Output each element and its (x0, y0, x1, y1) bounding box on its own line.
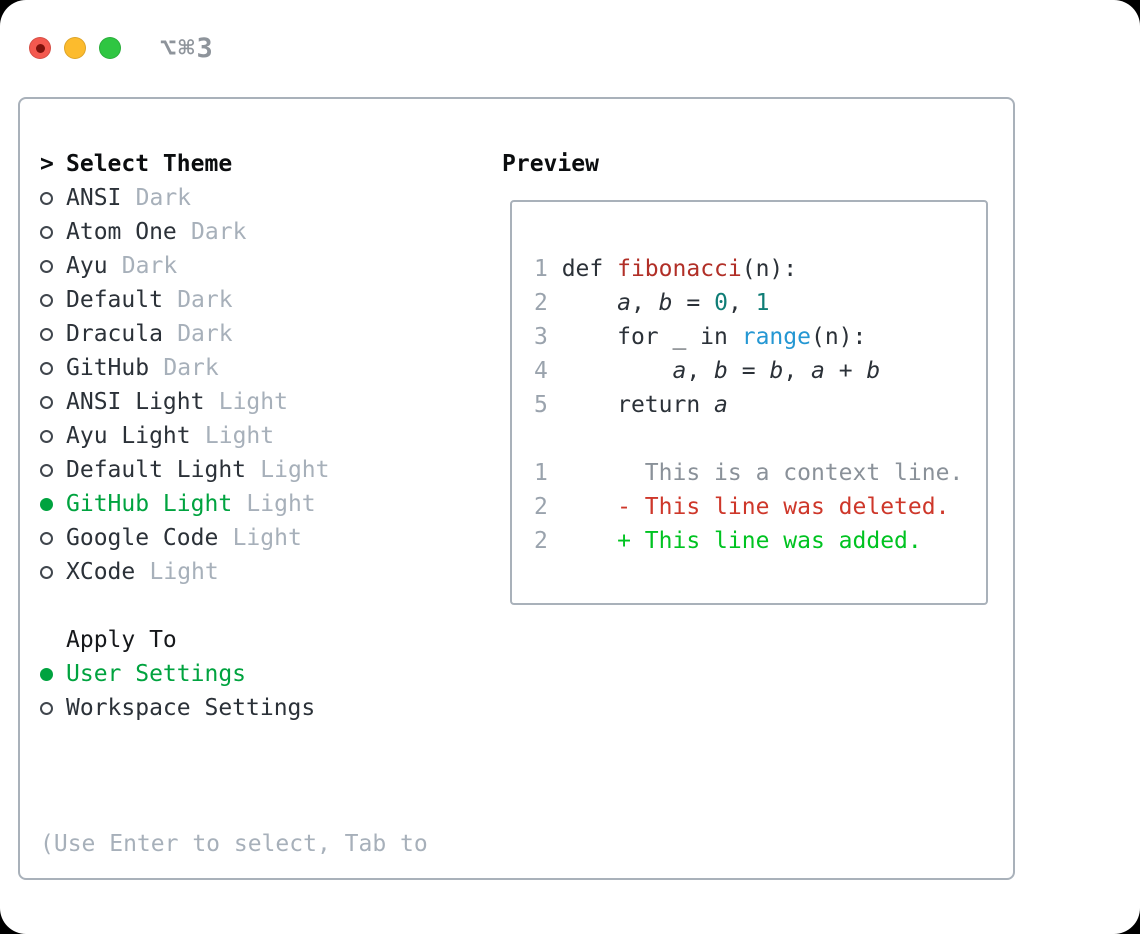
theme-item-ayu-light[interactable]: Ayu Light Light (40, 419, 502, 453)
item-variant-label: Light (232, 525, 302, 551)
theme-list: ANSI Dark Atom One Dark Ayu Dark Default… (40, 181, 502, 589)
item-label: Ayu Light (66, 423, 191, 449)
radio-icon (40, 259, 53, 273)
item-label: Workspace Settings (66, 695, 316, 721)
code-line: 4 a, b = b, a + b (534, 358, 881, 384)
theme-menu: > Select Theme ANSI Dark Atom One Dark A… (40, 147, 502, 934)
theme-item-ansi-light[interactable]: ANSI Light Light (40, 385, 502, 419)
radio-icon (40, 497, 53, 511)
radio-icon (40, 463, 53, 477)
item-variant-label: Dark (177, 287, 233, 313)
radio-icon (40, 701, 53, 715)
item-label: Atom One (66, 219, 177, 245)
item-label: User Settings (66, 661, 247, 687)
radio-icon (40, 395, 53, 409)
item-variant-label: Dark (163, 355, 219, 381)
code-line (534, 422, 986, 456)
cursor-icon: > (40, 151, 54, 177)
minimize-button-icon[interactable] (64, 37, 86, 59)
item-variant-label: Dark (121, 253, 178, 279)
apply-to-header: Apply To (66, 627, 177, 653)
item-variant-label: Dark (135, 185, 192, 211)
code-line: 2 + This line was added. (534, 528, 922, 554)
theme-item-dracula[interactable]: Dracula Dark (40, 317, 502, 351)
code-line: 2 a, b = 0, 1 (534, 290, 770, 316)
item-label: ANSI Light (66, 389, 205, 415)
item-label: XCode (66, 559, 136, 585)
titlebar: ⌥⌘3 (0, 0, 1140, 70)
theme-picker-panel: > Select Theme ANSI Dark Atom One Dark A… (18, 97, 1015, 934)
code-line: 1 This is a context line. (534, 460, 964, 486)
item-variant-label: Light (246, 491, 316, 517)
preview-pane: Preview 1 def fibonacci(n): 2 a, b = 0, 1… (502, 147, 993, 878)
theme-item-default[interactable]: Default Dark (40, 283, 502, 317)
radio-icon (40, 327, 53, 341)
item-label: Default Light (66, 457, 247, 483)
item-variant-label: Light (149, 559, 219, 585)
apply-option-workspace-settings[interactable]: Workspace Settings (40, 691, 502, 725)
item-label: Ayu (66, 253, 108, 279)
apply-option-user-settings[interactable]: User Settings (40, 657, 502, 691)
code-line: 1 def fibonacci(n): (534, 256, 798, 282)
keyboard-hint: (Use Enter to select, Tab to change focu… (40, 759, 502, 934)
spacer (40, 589, 502, 623)
theme-item-ansi[interactable]: ANSI Dark (40, 181, 502, 215)
item-variant-label: Light (218, 389, 288, 415)
theme-item-default-light[interactable]: Default Light Light (40, 453, 502, 487)
item-variant-label: Light (204, 423, 275, 449)
item-label: GitHub Light (66, 491, 233, 517)
apply-to-header-row: Apply To (40, 623, 502, 657)
close-button-icon[interactable] (29, 37, 51, 59)
item-label: Google Code (66, 525, 219, 551)
radio-icon (40, 293, 53, 307)
theme-item-github[interactable]: GitHub Dark (40, 351, 502, 385)
hint-line-2: change focus) (40, 929, 502, 934)
radio-icon (40, 667, 53, 681)
radio-icon (40, 565, 53, 579)
hint-line-1: (Use Enter to select, Tab to (40, 831, 428, 857)
item-label: ANSI (66, 185, 122, 211)
item-variant-label: Dark (191, 219, 247, 245)
theme-menu-header: Select Theme (66, 151, 233, 177)
item-label: Dracula (66, 321, 163, 347)
radio-icon (40, 225, 53, 239)
code-line: 5 return a (534, 392, 728, 418)
radio-icon (40, 531, 53, 545)
item-label: Default (66, 287, 163, 313)
code-line: 3 for _ in range(n): (534, 324, 867, 350)
theme-item-google-code[interactable]: Google Code Light (40, 521, 502, 555)
theme-item-atom-one[interactable]: Atom One Dark (40, 215, 502, 249)
radio-icon (40, 191, 53, 205)
radio-icon (40, 429, 53, 443)
close-dot-icon (35, 43, 45, 53)
radio-icon (40, 361, 53, 375)
theme-item-ayu[interactable]: Ayu Dark (40, 249, 502, 283)
item-label: GitHub (66, 355, 150, 381)
apply-to-list: User Settings Workspace Settings (40, 657, 502, 725)
code-line: 2 - This line was deleted. (534, 494, 950, 520)
window-title: ⌥⌘3 (160, 32, 215, 64)
zoom-button-icon[interactable] (99, 37, 121, 59)
theme-menu-header-row: > Select Theme (40, 147, 502, 181)
theme-item-github-light[interactable]: GitHub Light Light (40, 487, 502, 521)
item-variant-label: Light (260, 457, 330, 483)
preview-header: Preview (502, 151, 599, 177)
item-variant-label: Dark (177, 321, 233, 347)
preview-code-box: 1 def fibonacci(n): 2 a, b = 0, 1 3 for _ … (510, 200, 988, 605)
theme-item-xcode[interactable]: XCode Light (40, 555, 502, 589)
